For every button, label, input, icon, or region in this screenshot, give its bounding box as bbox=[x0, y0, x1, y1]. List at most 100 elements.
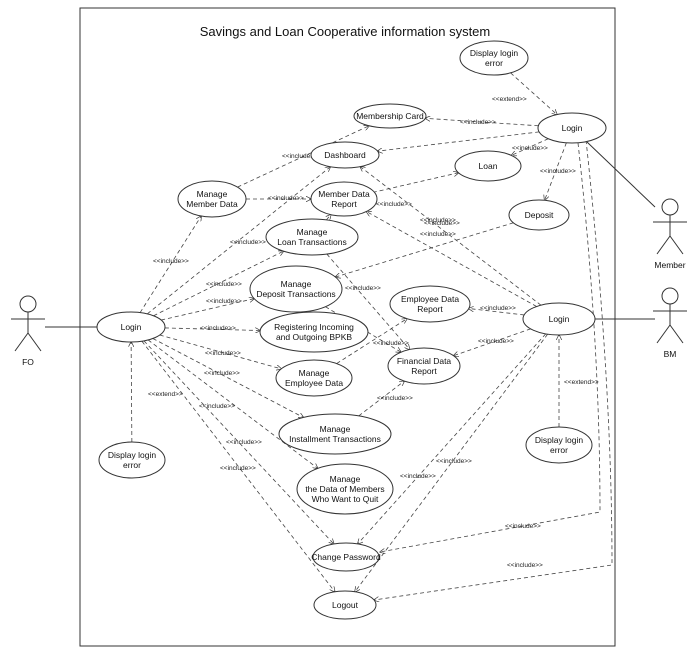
include-label: <<include>> bbox=[220, 465, 256, 472]
use-case-label: Logout bbox=[332, 600, 359, 610]
include-dependency bbox=[152, 338, 304, 417]
use-case-label: error bbox=[485, 58, 503, 68]
use-case-label: Member Data bbox=[318, 189, 370, 199]
include-label: <<include>> bbox=[376, 201, 412, 208]
include-dependency bbox=[141, 340, 335, 592]
include-label: <<include>> bbox=[200, 325, 236, 332]
use-case-change-password[interactable]: Change Password bbox=[311, 542, 381, 572]
include-dependency bbox=[153, 251, 284, 317]
extend-label: <<extend>> bbox=[492, 96, 527, 103]
include-dependency bbox=[355, 333, 548, 592]
use-case-login-bm[interactable]: Login bbox=[522, 302, 596, 336]
use-case-label: Report bbox=[331, 199, 357, 209]
include-label: <<include>> bbox=[505, 523, 541, 530]
use-case-membership-card[interactable]: Membership Card bbox=[353, 103, 427, 129]
include-label: <<include>> bbox=[282, 153, 318, 160]
use-case-label: Loan bbox=[479, 161, 498, 171]
use-case-loan[interactable]: Loan bbox=[454, 150, 522, 182]
include-label: <<include>> bbox=[205, 350, 241, 357]
include-label: <<include>> bbox=[226, 439, 262, 446]
include-label: <<include>> bbox=[206, 298, 242, 305]
use-case-label: Registering Incoming bbox=[274, 322, 354, 332]
include-dependency bbox=[469, 309, 525, 316]
use-case-login-fo[interactable]: Login bbox=[96, 311, 166, 343]
use-case-ellipse bbox=[296, 463, 394, 515]
include-label: <<include>> bbox=[420, 231, 456, 238]
use-case-ellipse bbox=[310, 181, 378, 217]
use-case-label: Display login bbox=[470, 48, 518, 58]
include-label: <<include>> bbox=[373, 340, 409, 347]
use-case-deposit[interactable]: Deposit bbox=[508, 199, 570, 231]
include-label: <<include>> bbox=[345, 285, 381, 292]
include-label: <<include>> bbox=[206, 281, 242, 288]
use-case-ellipse bbox=[310, 141, 380, 169]
include-label: <<include>> bbox=[512, 145, 548, 152]
include-dependency bbox=[425, 118, 539, 127]
use-case-label: Manage bbox=[320, 424, 351, 434]
use-case-label: Manage bbox=[330, 474, 361, 484]
member-login-association bbox=[586, 141, 656, 208]
actor-bm: BM bbox=[653, 287, 687, 359]
use-case-ellipse bbox=[98, 441, 166, 479]
use-case-ellipse bbox=[265, 218, 359, 256]
use-case-label: Loan Transactions bbox=[277, 237, 346, 247]
use-case-label: Deposit Transactions bbox=[256, 289, 335, 299]
use-case-label: Membership Card bbox=[356, 111, 424, 121]
use-case-label: Employee Data bbox=[285, 378, 343, 388]
use-case-ellipse bbox=[275, 359, 353, 397]
use-case-label: Manage bbox=[281, 279, 312, 289]
use-case-ellipse bbox=[387, 347, 461, 385]
use-case-logout[interactable]: Logout bbox=[313, 590, 377, 620]
use-case-ellipse bbox=[389, 285, 471, 323]
include-label: <<include>> bbox=[478, 338, 514, 345]
include-label: <<include>> bbox=[480, 305, 516, 312]
use-case-label: the Data of Members bbox=[305, 484, 384, 494]
include-dependency bbox=[161, 299, 254, 321]
use-case-label: Manage bbox=[197, 189, 228, 199]
use-case-ellipse bbox=[312, 542, 380, 572]
use-case-label: Deposit bbox=[525, 210, 554, 220]
extend-dependency bbox=[510, 72, 557, 115]
include-label: <<include>> bbox=[268, 195, 304, 202]
use-case-login-member[interactable]: Login bbox=[537, 112, 607, 144]
use-case-label: Installment Transactions bbox=[289, 434, 381, 444]
actor-member: Member bbox=[653, 198, 687, 270]
include-dependency bbox=[326, 215, 330, 220]
include-dependency bbox=[366, 211, 537, 307]
actor-right-leg bbox=[27, 332, 42, 352]
include-dependency bbox=[139, 216, 201, 313]
include-dependency bbox=[147, 339, 318, 468]
use-case-ellipse bbox=[278, 413, 392, 455]
actor-right-leg bbox=[669, 235, 684, 255]
actor-name: Member bbox=[654, 260, 685, 270]
extend-dependency bbox=[131, 342, 132, 443]
use-case-label: Manage bbox=[297, 227, 328, 237]
include-dependency bbox=[358, 381, 405, 417]
include-label: <<include>> bbox=[424, 220, 460, 227]
include-label: <<include>> bbox=[377, 395, 413, 402]
include-dependency bbox=[545, 142, 567, 200]
use-case-ellipse bbox=[177, 180, 247, 218]
use-case-dashboard[interactable]: Dashboard bbox=[310, 141, 380, 169]
include-label: <<include>> bbox=[204, 370, 240, 377]
include-label: <<include>> bbox=[400, 473, 436, 480]
use-case-ellipse bbox=[525, 426, 593, 464]
include-label: <<include>> bbox=[460, 119, 496, 126]
null-dependency bbox=[374, 173, 458, 193]
include-dependency bbox=[380, 142, 601, 552]
use-case-ellipse bbox=[508, 199, 570, 231]
